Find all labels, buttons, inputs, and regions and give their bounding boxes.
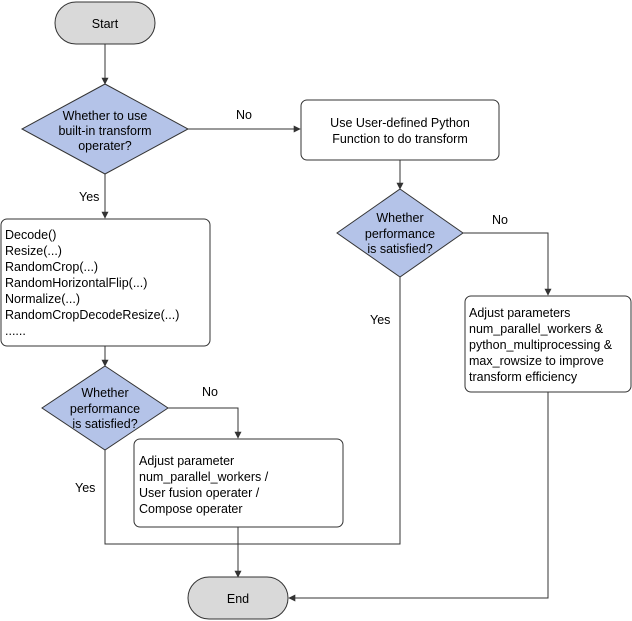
start-terminal: Start <box>54 1 156 45</box>
builtin-op-7: ...... <box>5 324 26 338</box>
builtin-op-4: RandomHorizontalFlip(...) <box>5 276 147 290</box>
adjust-left-line-2: num_parallel_workers / <box>139 470 269 484</box>
decision-perf-left-line-2: performance <box>70 402 140 416</box>
adjust-right-line-5: transform efficiency <box>469 370 578 384</box>
edges <box>101 44 552 602</box>
adjust-right-process: Adjust parameters num_parallel_workers &… <box>464 295 632 393</box>
decision-perf-left: Whether performance is satisfied? <box>41 365 169 451</box>
adjust-left-process: Adjust parameter num_parallel_workers / … <box>133 438 344 528</box>
builtin-op-5: Normalize(...) <box>5 292 80 306</box>
adjust-left-line-1: Adjust parameter <box>139 454 234 468</box>
label-no-perf-left: No <box>202 385 218 399</box>
edge-q-perf-left-yes <box>104 450 238 545</box>
builtin-op-2: Resize(...) <box>5 244 62 258</box>
user-defined-line-1: Use User-defined Python <box>330 116 470 130</box>
decision-builtin-line-3: operater? <box>78 139 132 153</box>
decision-perf-right: Whether performance is satisfied? <box>336 188 464 278</box>
label-yes-perf-right: Yes <box>370 313 390 327</box>
adjust-left-line-4: Compose operater <box>139 502 243 516</box>
decision-perf-right-line-1: Whether <box>376 211 423 225</box>
edge-q-perf-right-yes <box>238 277 401 545</box>
builtin-op-3: RandomCrop(...) <box>5 260 98 274</box>
decision-perf-left-line-3: is satisfied? <box>72 417 137 431</box>
label-no-perf-right: No <box>492 213 508 227</box>
end-label: End <box>227 592 249 606</box>
adjust-right-line-3: python_multiprocessing & <box>469 338 613 352</box>
adjust-right-line-4: max_rowsize to improve <box>469 354 604 368</box>
edge-adjust-right-to-end <box>288 392 549 602</box>
adjust-right-line-1: Adjust parameters <box>469 306 570 320</box>
decision-perf-right-line-3: is satisfied? <box>367 242 432 256</box>
builtin-op-6: RandomCropDecodeResize(...) <box>5 308 179 322</box>
label-yes-perf-left: Yes <box>75 481 95 495</box>
adjust-left-line-3: User fusion operater / <box>139 486 260 500</box>
label-no-builtin: No <box>236 108 252 122</box>
end-terminal: End <box>187 576 289 620</box>
decision-builtin: Whether to use built-in transform operat… <box>20 83 190 175</box>
builtin-ops-process: Decode() Resize(...) RandomCrop(...) Ran… <box>0 218 211 347</box>
label-yes-builtin: Yes <box>79 190 99 204</box>
adjust-right-line-2: num_parallel_workers & <box>469 322 604 336</box>
decision-builtin-line-1: Whether to use <box>63 109 148 123</box>
edge-q-perf-right-no <box>463 232 552 296</box>
start-label: Start <box>92 17 119 31</box>
decision-perf-right-line-2: performance <box>365 227 435 241</box>
builtin-op-1: Decode() <box>5 228 56 242</box>
user-defined-line-2: Function to do transform <box>332 132 467 146</box>
edge-q-perf-left-no <box>168 407 242 439</box>
user-defined-process: Use User-defined Python Function to do t… <box>300 99 500 161</box>
decision-builtin-line-2: built-in transform <box>58 124 151 138</box>
decision-perf-left-line-1: Whether <box>81 386 128 400</box>
